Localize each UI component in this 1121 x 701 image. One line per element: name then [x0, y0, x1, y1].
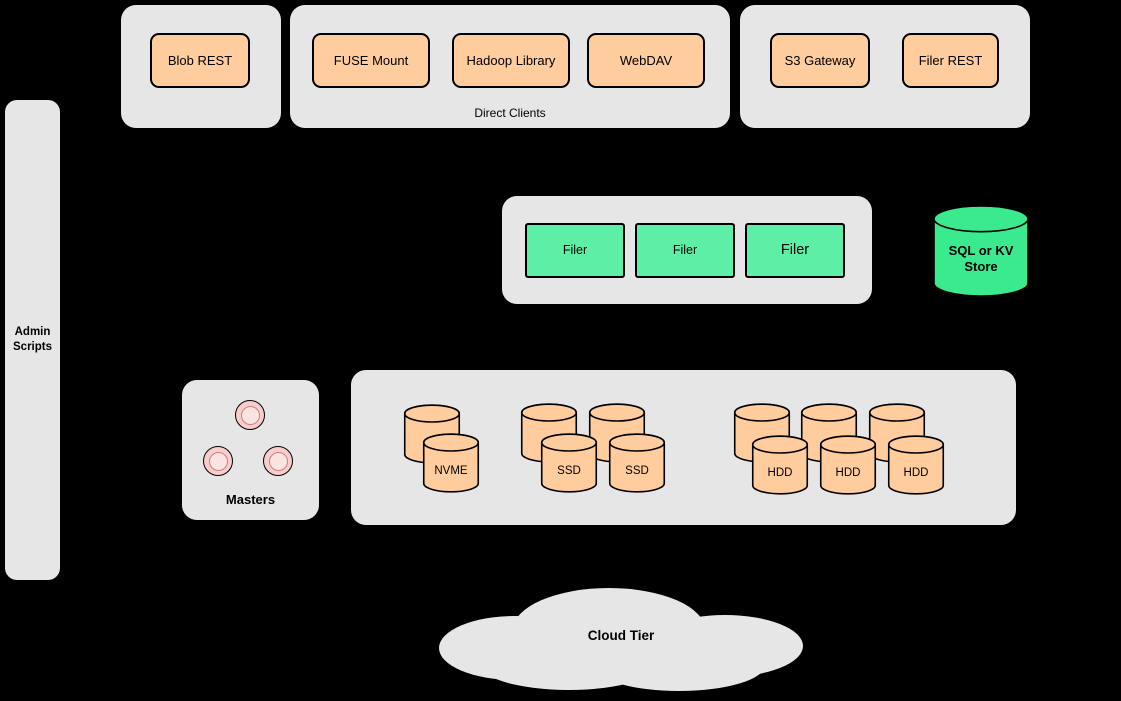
node-webdav: WebDAV — [587, 33, 705, 88]
disk-cylinder-ssd: SSD — [540, 433, 598, 493]
disk-label: HDD — [835, 467, 861, 480]
disk-label: NVME — [434, 465, 468, 478]
metadata-store-cylinder: SQL or KV Store — [931, 205, 1031, 297]
master-node-icon — [203, 446, 233, 476]
node-filer-rest: Filer REST — [902, 33, 999, 88]
gateway-group: S3 Gateway Filer REST — [740, 5, 1030, 128]
disk-label: HDD — [767, 467, 793, 480]
master-node-icon — [235, 400, 265, 430]
admin-scripts-panel: Admin Scripts — [5, 100, 60, 580]
filer-cluster-group: Filer Filer Filer — [502, 196, 872, 304]
disk-label: SSD — [625, 465, 649, 478]
disk-cylinder-ssd: SSD — [608, 433, 666, 493]
blob-client-group: Blob REST — [121, 5, 281, 128]
masters-group: Masters — [182, 380, 319, 520]
masters-label: Masters — [225, 492, 276, 507]
cloud-tier-label: Cloud Tier — [587, 627, 655, 643]
node-hadoop-library: Hadoop Library — [452, 33, 570, 88]
volume-servers-group: NVME SSD SSD — [351, 370, 1016, 525]
node-blob-rest: Blob REST — [150, 33, 250, 88]
direct-clients-group: FUSE Mount Hadoop Library WebDAV Direct … — [290, 5, 730, 128]
node-filer-1: Filer — [525, 223, 625, 278]
disk-cylinder-hdd: HDD — [751, 435, 809, 495]
disk-cylinder-hdd: HDD — [819, 435, 877, 495]
node-filer-2: Filer — [635, 223, 735, 278]
node-fuse-mount: FUSE Mount — [312, 33, 430, 88]
admin-scripts-label: Admin Scripts — [13, 326, 52, 353]
disk-cylinder-hdd: HDD — [887, 435, 945, 495]
metadata-store-label: SQL or KV Store — [948, 243, 1014, 275]
node-s3-gateway: S3 Gateway — [770, 33, 870, 88]
disk-label: SSD — [557, 465, 581, 478]
node-filer-3: Filer — [745, 223, 845, 278]
cloud-tier-shape: Cloud Tier — [437, 588, 805, 693]
direct-clients-label: Direct Clients — [474, 106, 546, 120]
disk-cylinder-nvme: NVME — [422, 433, 480, 493]
master-node-icon — [263, 446, 293, 476]
disk-label: HDD — [903, 467, 929, 480]
